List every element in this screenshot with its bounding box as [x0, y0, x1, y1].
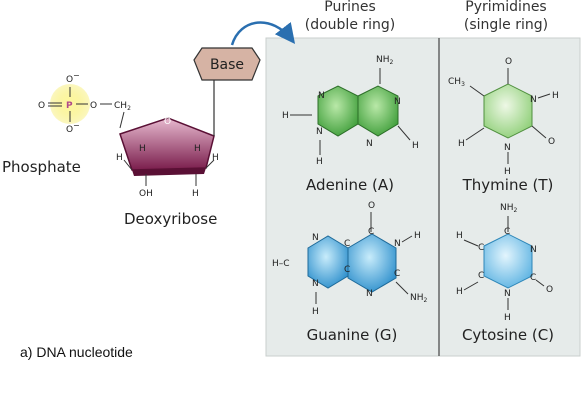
deoxyribose-label: Deoxyribose [124, 210, 217, 228]
bases-panel [265, 37, 581, 357]
phosphate-o-top: O [66, 75, 73, 85]
svg-text:O: O [548, 137, 555, 147]
svg-text:H: H [412, 141, 419, 151]
phosphate-o-left: O [38, 101, 45, 111]
pyrimidines-subtitle: (single ring) [464, 17, 548, 33]
svg-text:H: H [282, 111, 289, 121]
ch2-group: CH2 [114, 101, 131, 112]
base-arrow [230, 21, 296, 46]
svg-text:H: H [456, 231, 463, 241]
svg-text:C: C [344, 265, 350, 275]
svg-text:O: O [505, 57, 512, 67]
thymine-label: Thymine (T) [462, 176, 554, 194]
svg-text:N: N [312, 233, 319, 243]
svg-text:NH2: NH2 [500, 203, 518, 214]
svg-text:C: C [344, 239, 350, 249]
svg-text:C: C [478, 271, 484, 281]
svg-text:N: N [530, 245, 537, 255]
phosphate-o-top-charge: − [73, 71, 80, 80]
svg-text:H: H [116, 153, 123, 163]
svg-text:N: N [318, 91, 325, 101]
purines-title: Purines [324, 0, 376, 15]
cytosine-label: Cytosine (C) [462, 326, 554, 344]
svg-text:O: O [546, 285, 553, 295]
svg-text:C: C [530, 273, 536, 283]
svg-text:−: − [73, 121, 80, 130]
svg-text:H: H [414, 231, 421, 241]
phosphate-p: P [66, 101, 73, 111]
svg-text:H: H [312, 307, 319, 317]
svg-text:C: C [368, 227, 374, 237]
svg-text:H: H [458, 139, 465, 149]
deoxyribose-ring [119, 117, 215, 171]
figure-caption: a) DNA nucleotide [20, 344, 133, 360]
base-hexagon [193, 47, 261, 81]
svg-text:NH2: NH2 [410, 293, 428, 304]
sugar-o-ring: O [164, 117, 171, 127]
svg-text:O: O [368, 201, 375, 211]
purines-subtitle: (double ring) [305, 17, 396, 33]
cytosine-structure: NH2 C H C N C C O H N H [456, 203, 553, 323]
svg-text:H: H [316, 157, 323, 167]
svg-text:H: H [504, 167, 511, 177]
svg-text:H: H [456, 287, 463, 297]
adenine-structure: NH2 N N N N H H H [282, 55, 419, 167]
svg-text:N: N [394, 97, 401, 107]
svg-text:N: N [504, 289, 511, 299]
svg-text:N: N [316, 127, 323, 137]
svg-text:C: C [504, 227, 510, 237]
svg-text:H: H [212, 153, 219, 163]
guanine-label: Guanine (G) [307, 326, 398, 344]
svg-text:H: H [192, 189, 199, 199]
phosphate-label: Phosphate [2, 158, 81, 176]
svg-text:H: H [194, 144, 201, 154]
svg-text:H–C: H–C [272, 259, 290, 269]
base-label: Base [210, 57, 244, 73]
phosphate-o-bridge: O [90, 101, 97, 111]
svg-text:N: N [504, 143, 511, 153]
adenine-label: Adenine (A) [306, 176, 394, 194]
svg-text:CH3: CH3 [448, 77, 465, 88]
svg-text:N: N [366, 289, 373, 299]
phosphate-o-bottom: O [66, 125, 73, 135]
sugar-oh: OH [139, 189, 153, 199]
svg-text:N: N [366, 139, 373, 149]
svg-text:C: C [394, 269, 400, 279]
svg-text:N: N [530, 95, 537, 105]
svg-text:H: H [139, 144, 146, 154]
svg-text:H: H [504, 313, 511, 323]
svg-text:C: C [478, 243, 484, 253]
thymine-structure: O CH3 N H O H N H [448, 57, 559, 177]
svg-text:N: N [312, 279, 319, 289]
pyrimidines-title: Pyrimidines [465, 0, 546, 15]
svg-text:NH2: NH2 [376, 55, 394, 66]
phosphate-glow [50, 84, 90, 124]
svg-text:N: N [394, 239, 401, 249]
svg-text:H: H [552, 91, 559, 101]
guanine-structure: O N C C N H H–C C C N N NH2 H [272, 201, 428, 317]
